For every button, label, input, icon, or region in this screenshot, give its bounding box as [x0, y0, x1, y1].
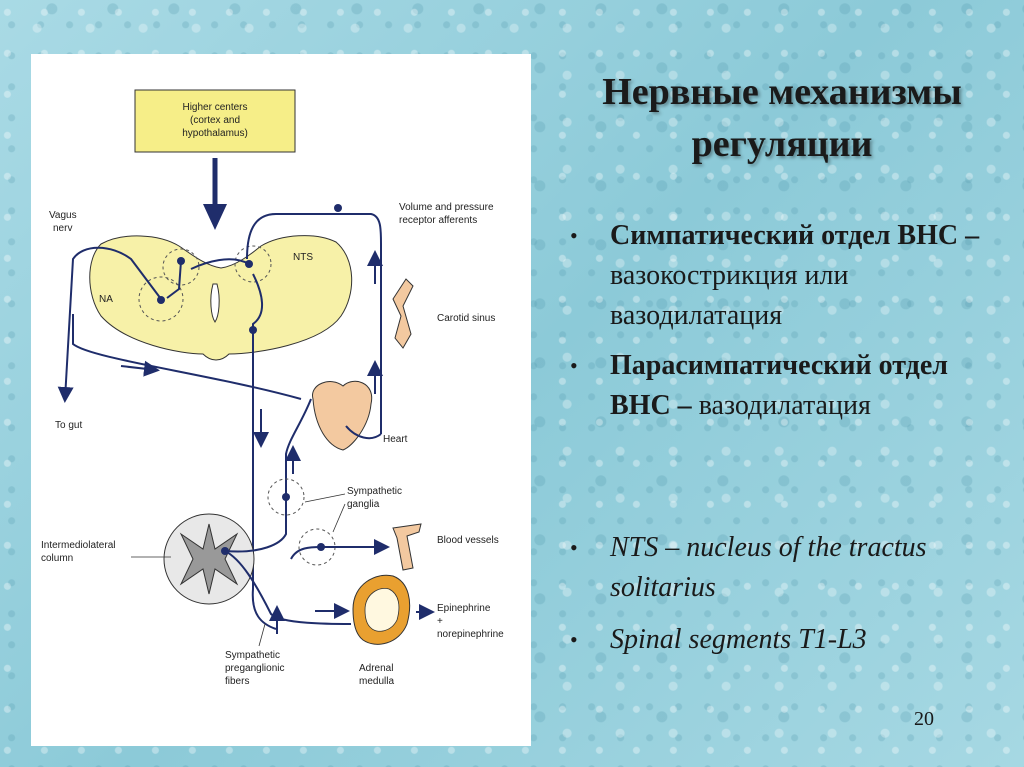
- preganglionic-label-3: fibers: [225, 676, 249, 687]
- adrenal-label-1: Adrenal: [359, 663, 393, 674]
- bullet-nts-text: NTS – nucleus of the tractus solitarius: [610, 532, 927, 603]
- descending-neuron: [249, 326, 257, 334]
- ganglion-circle-1: [267, 478, 305, 516]
- higher-centers-label-2: (cortex and: [190, 115, 240, 126]
- na-label: NA: [99, 294, 113, 305]
- epinephrine-label-3: norepinephrine: [437, 629, 504, 640]
- vagus-label-2: nerv: [53, 223, 72, 234]
- epinephrine-label-2: +: [437, 616, 443, 627]
- higher-centers-label-3: hypothalamus): [182, 128, 248, 139]
- descending-arrow-head: [203, 204, 227, 230]
- page-number: 20: [914, 708, 934, 730]
- ganglia-pointer-2: [332, 503, 346, 533]
- ganglion-neuron-1: [282, 493, 290, 501]
- ganglia-pointer-1: [304, 493, 346, 503]
- bullet-parasympathetic-bold: Парасимпатический отдел ВНС –: [610, 350, 948, 421]
- slide-title: Нервные механизмы регуляции: [540, 66, 1024, 170]
- ganglia-label-2: ganglia: [347, 499, 380, 510]
- nts-to-na: [190, 258, 250, 270]
- preganglionic-label-1: Sympathetic: [225, 650, 280, 661]
- title-line-2: регуляции: [691, 123, 873, 165]
- heart: [312, 381, 373, 451]
- heart-afferent: [345, 425, 382, 440]
- vagus-label-1: Vagus: [49, 210, 77, 221]
- higher-centers-box: [134, 89, 296, 153]
- bullet-marker: •: [570, 353, 578, 378]
- blood-vessels-label: Blood vessels: [437, 535, 499, 546]
- to-gut-label: To gut: [55, 420, 82, 431]
- spinal-gray-matter: [179, 523, 239, 595]
- bullet-marker: •: [570, 627, 578, 652]
- descending-sympathetic: [251, 273, 277, 630]
- intermediolateral-label-2: column: [41, 553, 73, 564]
- afferent-loop: [246, 213, 382, 434]
- nts-neuron: [245, 260, 253, 268]
- nts-nucleus: [234, 245, 272, 283]
- brainstem: [89, 235, 353, 361]
- inter-path: [166, 260, 182, 299]
- to-blood-vessels: [290, 539, 390, 560]
- adrenal-core: [364, 587, 400, 632]
- nervous-regulation-diagram: Higher centers (cortex and hypothalamus)…: [41, 89, 504, 687]
- adrenal-label-2: medulla: [359, 676, 394, 687]
- afferent-ganglion: [334, 204, 342, 212]
- receptor-label-2: receptor afferents: [399, 215, 477, 226]
- nucleus-circle: [162, 248, 200, 286]
- vagus-nerve-path: [57, 246, 162, 403]
- na-neuron: [157, 296, 165, 304]
- preganglionic-label-2: preganglionic: [225, 663, 285, 674]
- preganglionic-pointer: [258, 623, 266, 647]
- bullet-marker: •: [570, 535, 578, 560]
- sympathetic-chain: [224, 398, 312, 553]
- central-canal: [210, 283, 220, 323]
- blood-vessel: [392, 523, 422, 571]
- title-line-1: Нервные механизмы: [602, 71, 962, 113]
- bullet-spinal-text: Spinal segments T1-L3: [610, 624, 867, 655]
- bullet-sympathetic-bold: Симпатический отдел ВНС –: [610, 220, 980, 251]
- intermediolateral-label-1: Intermediolateral: [41, 540, 115, 551]
- higher-centers-label-1: Higher centers: [182, 102, 247, 113]
- carotid-sinus: [392, 278, 414, 349]
- receptor-label-1: Volume and pressure: [399, 202, 494, 213]
- nts-label: NTS: [293, 252, 313, 263]
- carotid-label: Carotid sinus: [437, 313, 495, 324]
- na-nucleus: [138, 276, 184, 322]
- ganglia-label-1: Sympathetic: [347, 486, 402, 497]
- diagram-panel: Higher centers (cortex and hypothalamus)…: [31, 54, 531, 746]
- bullet-marker: •: [570, 223, 578, 248]
- vagus-arrow: [120, 360, 160, 377]
- epinephrine-label-1: Epinephrine: [437, 603, 491, 614]
- heart-label: Heart: [383, 434, 408, 445]
- bullet-parasympathetic-text: вазодилатация: [691, 390, 871, 421]
- bullet-sympathetic-text: вазокострикция или вазодилатация: [610, 260, 849, 331]
